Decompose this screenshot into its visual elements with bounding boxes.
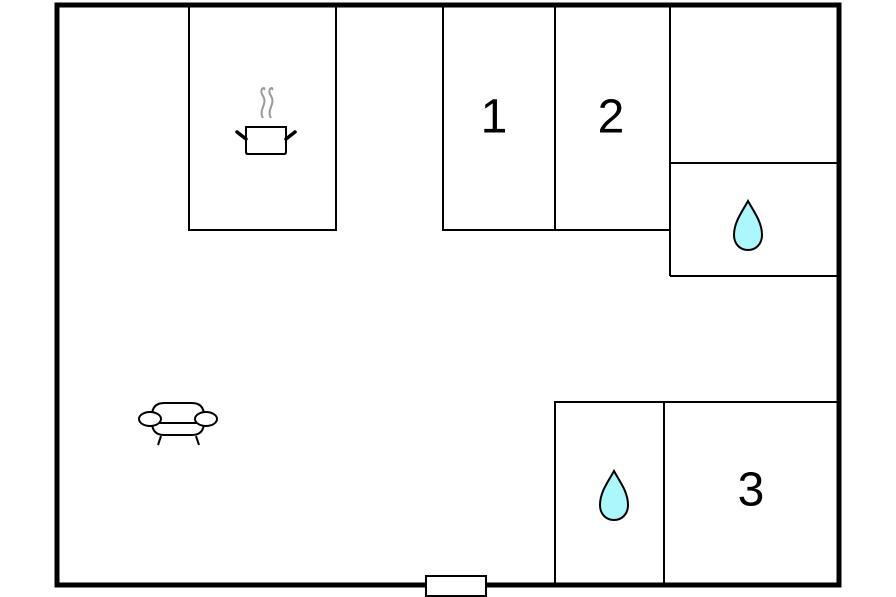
room-bathroom-lower	[554, 401, 839, 585]
room-bathroom-upper	[670, 198, 839, 277]
entrance-door	[425, 575, 487, 597]
room-bedroom-3: 3	[663, 402, 765, 585]
room-label-3: 3	[738, 464, 765, 517]
room-label-1: 1	[481, 91, 508, 144]
outer-wall	[54, 2, 842, 588]
sofa-icon	[138, 402, 218, 446]
room-bedroom-2: 2	[554, 5, 670, 231]
water-drop-icon	[598, 468, 630, 522]
room-bedroom-1: 1	[442, 5, 555, 231]
cooking-pot-icon	[235, 87, 297, 155]
room-label-2: 2	[598, 91, 625, 144]
room-kitchen	[188, 5, 337, 231]
water-drop-icon	[732, 198, 764, 252]
room-storage	[669, 5, 839, 276]
